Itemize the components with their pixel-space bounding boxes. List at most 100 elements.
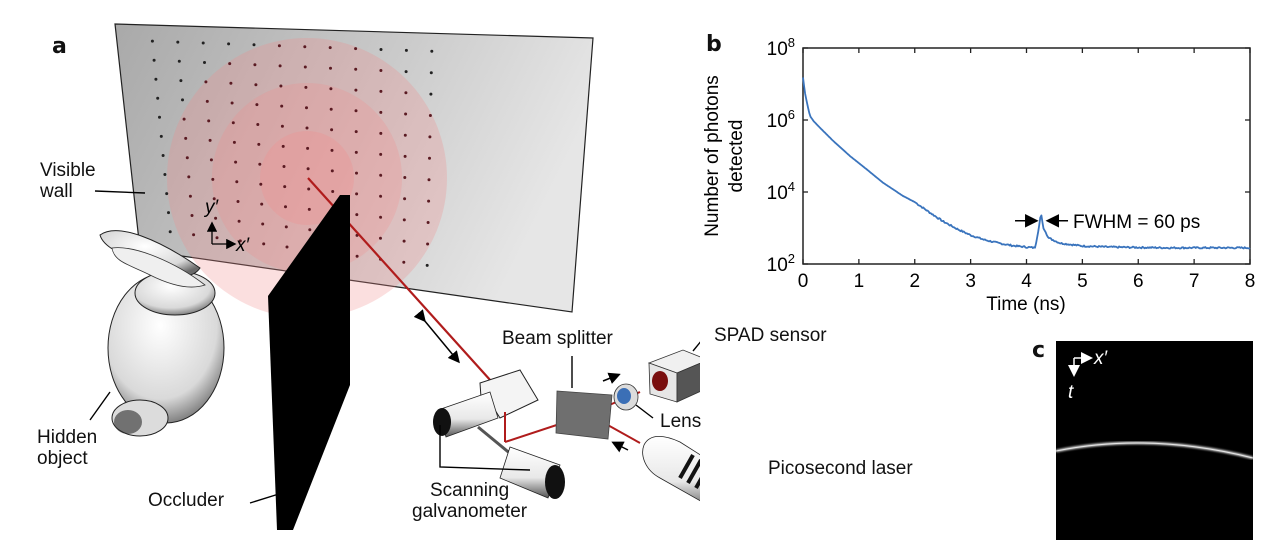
- scan-point: [330, 169, 334, 173]
- scan-point: [253, 63, 257, 67]
- scan-point: [305, 126, 309, 130]
- visible-wall-callout-line1: Visible: [40, 160, 96, 181]
- visible-wall-callout-line2: wall: [40, 181, 73, 202]
- scan-point: [282, 165, 286, 168]
- scan-point: [236, 200, 240, 203]
- x-tick-label: 1: [854, 271, 865, 292]
- scan-point: [403, 154, 407, 158]
- picosecond-laser: [642, 435, 700, 502]
- scan-point: [190, 214, 194, 217]
- scan-point: [425, 263, 429, 267]
- scan-point: [379, 89, 383, 93]
- wall-axis-x-label: x′: [235, 235, 251, 256]
- scan-point: [430, 49, 434, 53]
- scan-point: [261, 222, 265, 226]
- scan-point: [330, 148, 334, 152]
- scan-point: [154, 77, 158, 81]
- chart-y-axis-label: Number of photons detected: [702, 75, 747, 237]
- hidden-object-callout-line2: object: [37, 448, 88, 469]
- scan-point: [404, 91, 408, 95]
- x-tick-label: 4: [1021, 271, 1032, 292]
- x-tick-label: 2: [909, 271, 920, 292]
- scanning-galvanometer: [433, 369, 565, 499]
- scan-point: [188, 194, 192, 198]
- scan-point: [158, 115, 161, 119]
- scan-point: [254, 83, 258, 87]
- scanning-galvanometer-callout-line2: galvanometer: [412, 501, 528, 522]
- scan-point: [237, 219, 241, 223]
- scan-point: [284, 225, 288, 229]
- scan-point: [379, 131, 383, 135]
- scan-point: [181, 98, 184, 102]
- transient-axes-indicator: x′ t: [1068, 348, 1109, 403]
- scan-point: [280, 104, 284, 108]
- panel-c-label: c: [1032, 338, 1046, 363]
- scan-point: [203, 61, 206, 64]
- occluder: [268, 195, 350, 530]
- scan-point: [167, 211, 170, 215]
- scan-point: [404, 48, 408, 52]
- wall-axis-y-label: y′: [203, 197, 220, 218]
- hidden-object-callout-line1: Hidden: [37, 427, 98, 448]
- scan-point: [329, 107, 333, 111]
- transient-arc: [1055, 441, 1254, 460]
- scan-point: [404, 70, 408, 74]
- wall-axes-indicator: y′ x′: [203, 197, 251, 256]
- lens-callout: Lens: [660, 411, 702, 432]
- scan-point: [284, 205, 287, 209]
- scan-point: [379, 194, 383, 198]
- scan-point: [355, 192, 359, 196]
- scan-point: [427, 199, 431, 203]
- light-glow: [167, 38, 447, 318]
- x-tick-label: 6: [1133, 271, 1144, 292]
- scan-point: [330, 128, 334, 132]
- hidden-object-callout: Hidden object: [37, 427, 97, 469]
- scan-point: [230, 101, 234, 105]
- panel-a-label: a: [52, 34, 67, 59]
- y-tick-label: 106: [767, 107, 795, 132]
- scan-point: [354, 130, 358, 134]
- x-tick-label: 8: [1245, 271, 1256, 292]
- scan-point: [303, 65, 307, 69]
- scan-point: [329, 66, 332, 70]
- fwhm-annotation: FWHM = 60 ps: [1015, 212, 1200, 233]
- spad-sensor: [647, 349, 700, 403]
- scan-point: [427, 178, 431, 182]
- scan-point: [379, 236, 382, 240]
- spad-sensor-callout: SPAD sensor: [714, 325, 827, 346]
- x-tick-label: 5: [1077, 271, 1088, 292]
- scan-point: [306, 167, 310, 171]
- scan-point: [257, 142, 261, 146]
- scan-point: [204, 80, 208, 84]
- incoming-laser-arrow: [611, 441, 629, 453]
- panel-a-illustration: y′ x′: [89, 23, 700, 530]
- scan-point: [379, 110, 383, 114]
- beam-splitter: [555, 390, 613, 440]
- picosecond-laser-callout: Picosecond laser: [768, 458, 913, 479]
- scan-point: [426, 221, 430, 224]
- transient-axis-t-label: t: [1068, 382, 1074, 403]
- scan-point: [285, 245, 289, 249]
- scan-point: [232, 140, 236, 144]
- scan-point: [208, 138, 212, 142]
- scan-point: [260, 202, 264, 206]
- scan-point: [212, 197, 216, 201]
- scan-point: [355, 254, 359, 258]
- scan-point: [163, 173, 167, 176]
- scan-point: [207, 119, 211, 123]
- scan-point: [280, 124, 284, 128]
- y-tick-label: 102: [767, 251, 795, 276]
- scan-point: [165, 192, 169, 196]
- scan-point: [228, 62, 232, 66]
- scan-point: [379, 48, 383, 51]
- occluder-callout: Occluder: [148, 490, 225, 511]
- scan-point: [379, 69, 383, 72]
- scan-point: [329, 87, 333, 91]
- y-tick-label: 104: [767, 179, 795, 204]
- scan-point: [428, 114, 432, 117]
- scan-point: [428, 135, 432, 139]
- scan-point: [231, 121, 235, 125]
- chart-y-axis-label-line2: detected: [726, 120, 747, 193]
- scan-point: [185, 156, 189, 160]
- scan-point: [234, 160, 238, 164]
